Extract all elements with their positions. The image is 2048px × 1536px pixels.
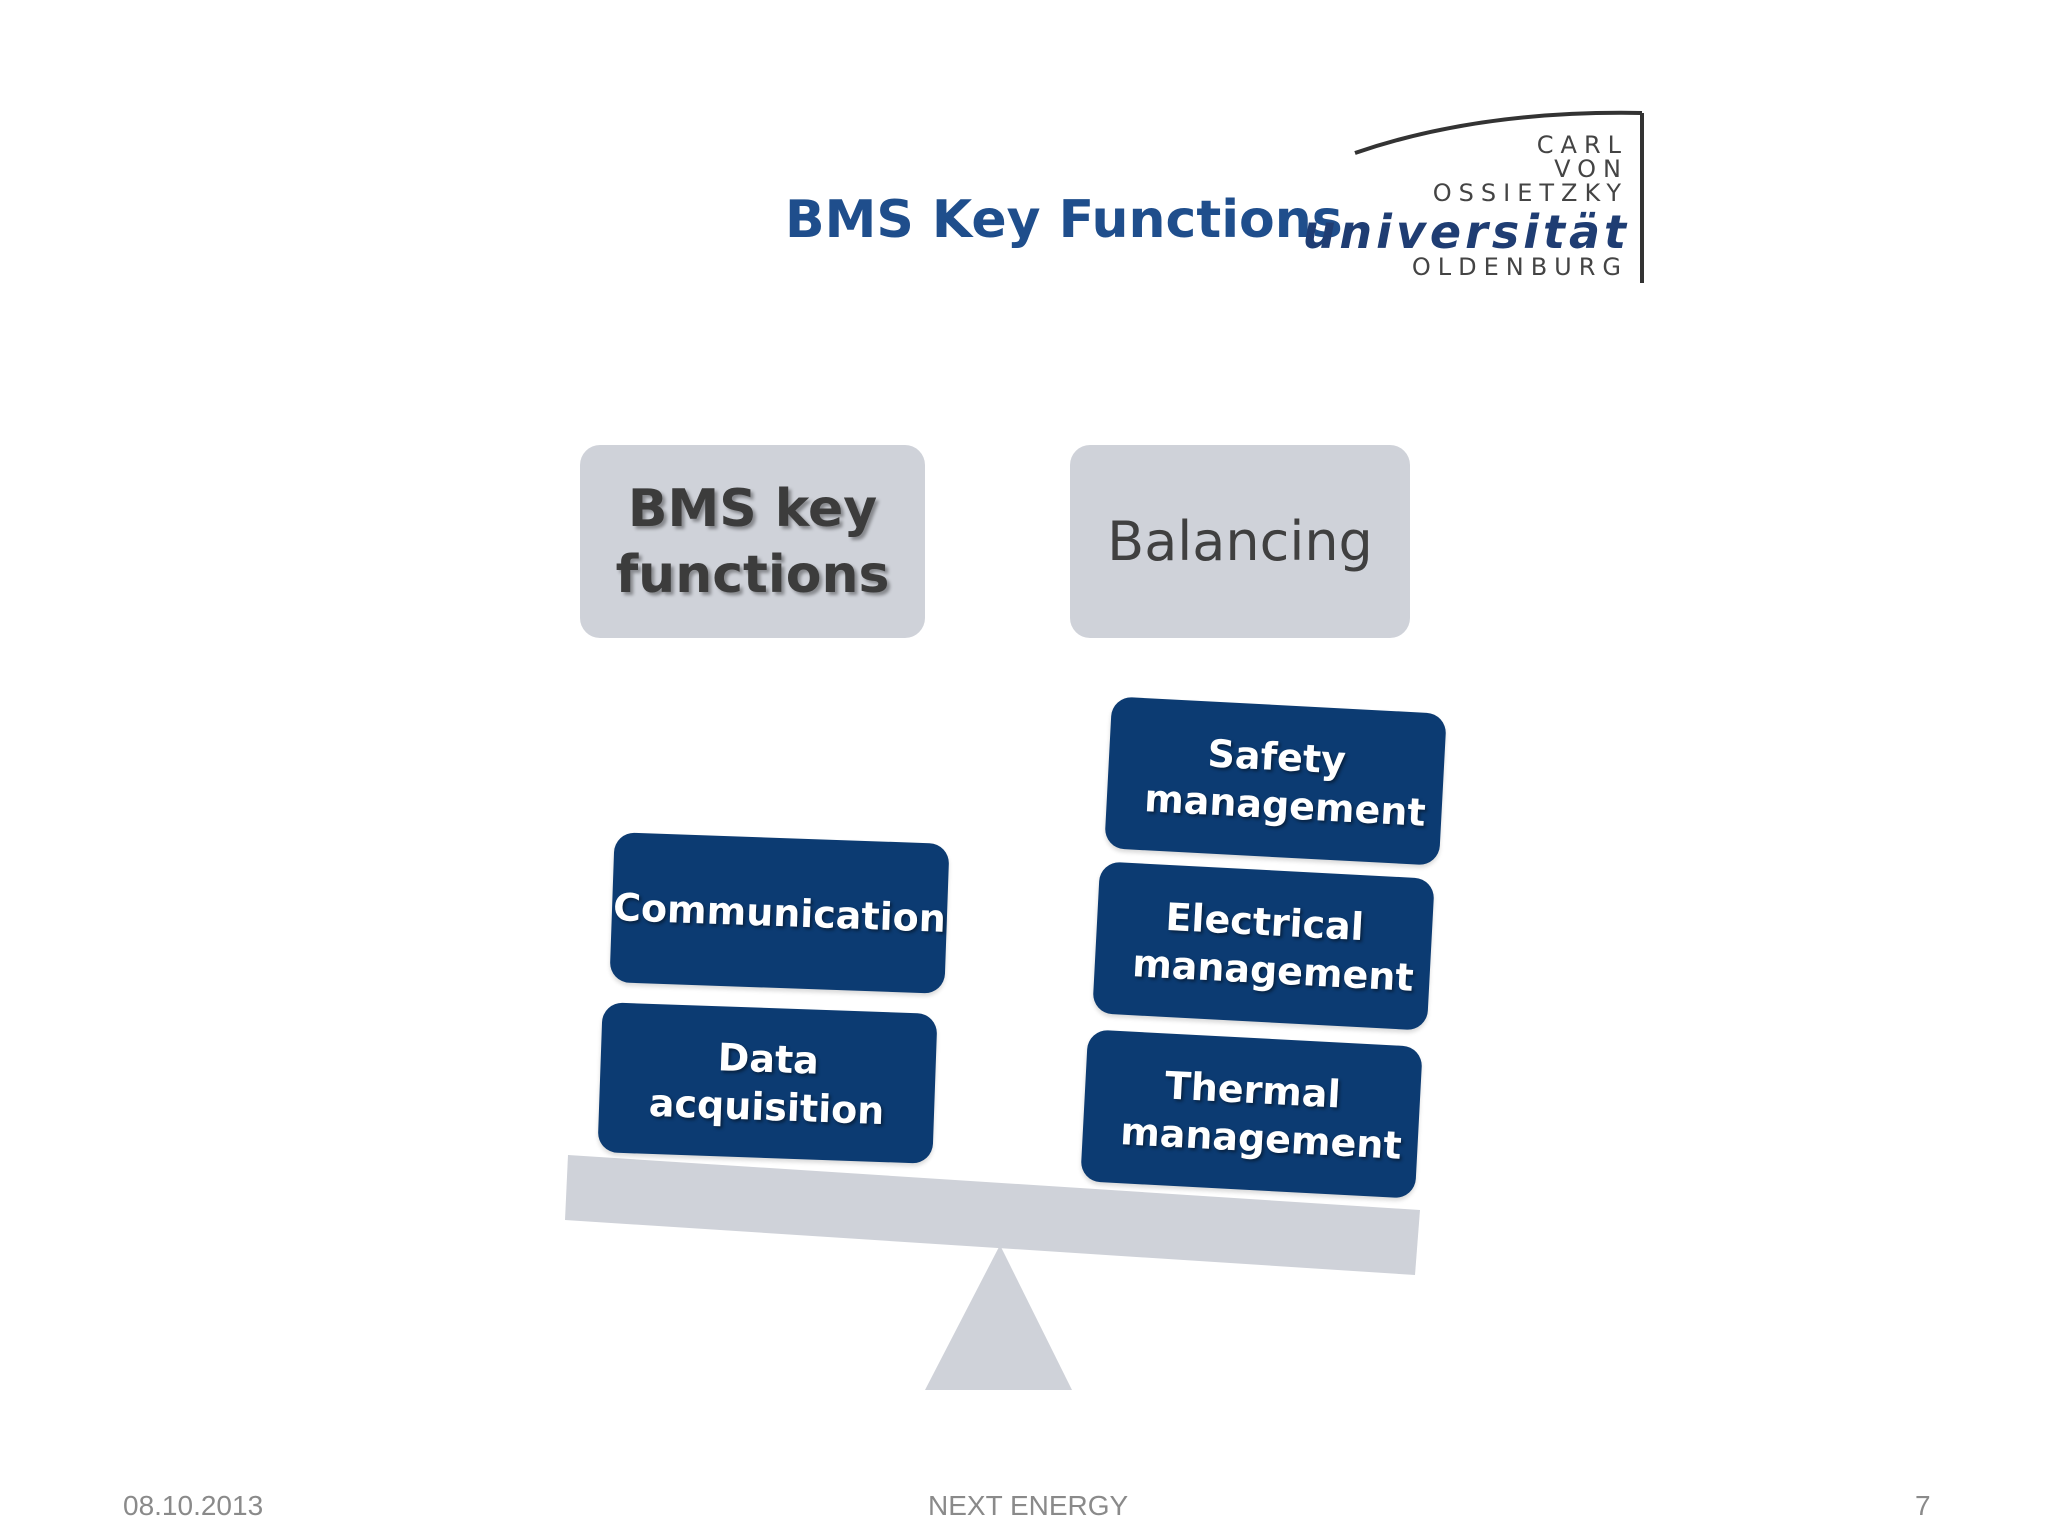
header-box-left-label: BMS key functions — [615, 478, 890, 605]
footer-page-number: 7 — [1915, 1490, 1931, 1521]
logo-oldenburg: OLDENBURG — [1411, 253, 1628, 281]
header-box-balancing: Balancing — [1070, 445, 1410, 638]
logo-ossietzky: OSSIETZKY — [1432, 179, 1628, 207]
header-box-bms-key-functions: BMS key functions — [580, 445, 925, 638]
function-box-communication: Communication — [609, 832, 950, 994]
seesaw-fulcrum — [925, 1245, 1072, 1390]
function-box-thermal-management: Thermal management — [1080, 1029, 1423, 1199]
logo-arc — [1354, 110, 1644, 283]
logo-von: VON — [1554, 155, 1628, 183]
function-box-safety-management: Safety management — [1104, 696, 1447, 866]
header-box-right-label: Balancing — [1107, 510, 1373, 573]
function-box-electrical-management: Electrical management — [1092, 861, 1435, 1031]
logo-carl: CARL — [1536, 131, 1628, 159]
logo-universitat: universität — [1302, 205, 1630, 259]
seesaw-beam — [565, 1155, 1420, 1275]
footer-date: 08.10.2013 — [123, 1490, 264, 1521]
footer-org: NEXT ENERGY — [928, 1490, 1129, 1521]
slide-title: BMS Key Functions — [785, 190, 1343, 250]
function-box-data-acquisition: Data acquisition — [597, 1002, 938, 1164]
university-logo: CARL VON OSSIETZKY universität OLDENBURG — [1303, 105, 1650, 285]
